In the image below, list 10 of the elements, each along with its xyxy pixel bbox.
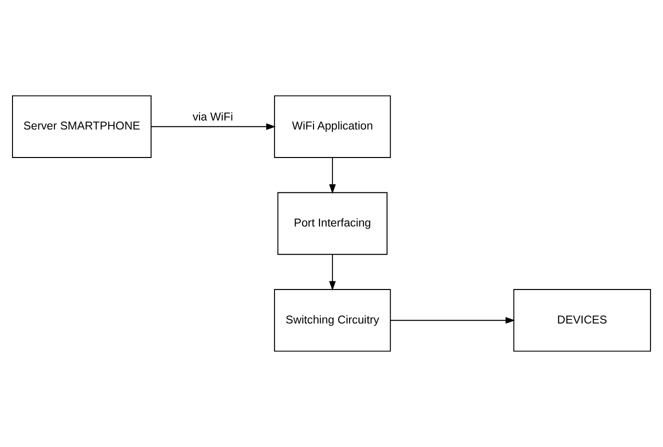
- node-box: Server SMARTPHONE: [12, 95, 152, 158]
- node-box: DEVICES: [513, 289, 651, 352]
- arrow: [150, 123, 276, 130]
- node-box: WiFi Application: [274, 95, 391, 158]
- arrow: [329, 254, 336, 291]
- arrow: [390, 317, 516, 324]
- node-box: Switching Circuitry: [274, 289, 391, 352]
- arrow: [329, 157, 336, 194]
- node-box: Port Interfacing: [277, 192, 388, 255]
- edge-label: via WiFi: [192, 112, 234, 124]
